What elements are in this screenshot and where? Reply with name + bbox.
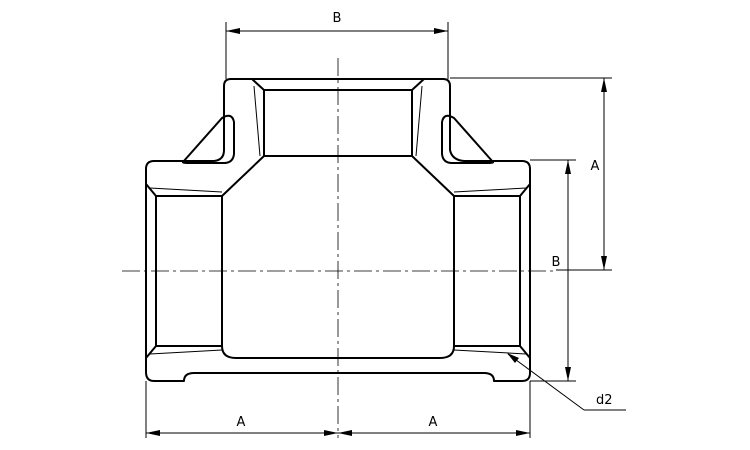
right-thread-taper-bottom [453, 349, 527, 355]
left-thread-taper-top [149, 187, 223, 193]
left-thread-taper-bottom [149, 349, 223, 355]
right-a-arrow-bottom [601, 256, 607, 270]
bottom-arrow-right [516, 430, 530, 436]
dimension-bottom-a: A A [145, 381, 531, 438]
dimension-right-a: A [450, 77, 612, 271]
bottom-right-a-label: A [429, 415, 438, 430]
d2-leader-line [507, 353, 585, 411]
top-bore-chamfer-right [411, 78, 425, 91]
top-b-label: B [333, 11, 342, 26]
left-shoulder-outline [145, 108, 531, 382]
right-b-arrow-bottom [565, 367, 571, 381]
right-thread-taper-top [453, 187, 527, 193]
left-bore-chamfer-top [145, 183, 157, 197]
bottom-arrow-center-right [338, 430, 352, 436]
bottom-arrow-left [146, 430, 160, 436]
d2-leader-arrow [507, 353, 519, 363]
center-lines [122, 58, 556, 438]
reinforcement-ribs [181, 114, 495, 164]
bottom-arrow-center-left [324, 430, 338, 436]
tee-body-outline [145, 78, 531, 382]
top-b-arrow-right [434, 28, 448, 34]
inner-cavity [221, 155, 455, 359]
right-rib [441, 114, 495, 164]
top-thread-taper-right [415, 85, 423, 157]
dimension-top-b: B [225, 11, 449, 79]
right-bore-chamfer-bottom [519, 345, 531, 359]
top-branch-outline [223, 78, 451, 108]
right-b-arrow-top [565, 160, 571, 174]
bottom-left-a-label: A [237, 415, 246, 430]
top-bore-chamfer-left [251, 78, 265, 91]
right-a-arrow-top [601, 78, 607, 92]
d2-label: d2 [596, 393, 613, 408]
thread-callout-d2: d2 [507, 353, 626, 411]
top-thread-taper-left [253, 85, 261, 157]
dimension-right-b: B [530, 159, 576, 382]
top-branch-bore [251, 78, 425, 157]
left-rib [181, 114, 235, 164]
right-a-label: A [591, 159, 600, 174]
right-b-label: B [552, 255, 561, 270]
right-bore-chamfer-top [519, 183, 531, 197]
left-bore-chamfer-bottom [145, 345, 157, 359]
top-b-arrow-left [226, 28, 240, 34]
